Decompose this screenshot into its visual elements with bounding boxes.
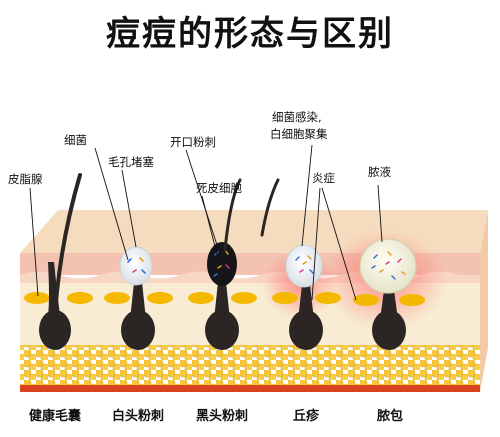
follicle-blackhead [188,178,257,350]
follicle-pustule [353,238,425,350]
label-infection-line1: 细菌感染, [272,110,322,124]
stage-label-healthy: 健康毛囊 [28,409,82,424]
label-sebaceous-gland: 皮脂腺 [8,172,43,186]
base-layer [20,385,480,392]
stage-label-whitehead: 白头粉刺 [111,409,165,424]
stage-label-papule: 丘疹 [292,409,320,424]
skin-side-face [480,210,488,392]
label-inflammation: 炎症 [312,171,335,185]
stage-label-pustule: 脓包 [376,409,404,424]
leader-lines [29,144,383,301]
follicle-whitehead [104,246,173,350]
label-pore-blocked: 毛孔堵塞 [108,155,154,169]
label-open-comedo: 开口粉刺 [170,135,216,149]
label-bacteria: 细菌 [64,133,87,147]
label-dead-cells: 死皮细胞 [196,181,242,195]
page-title: 痘痘的形态与区别 [106,14,394,54]
stage-label-blackhead: 黑头粉刺 [195,409,249,424]
follicle-healthy [24,173,93,350]
label-pus: 脓液 [368,165,391,179]
label-infection-line2: 白细胞聚集 [270,127,328,141]
fat-layer [20,345,480,385]
follicle-papule [260,178,341,350]
